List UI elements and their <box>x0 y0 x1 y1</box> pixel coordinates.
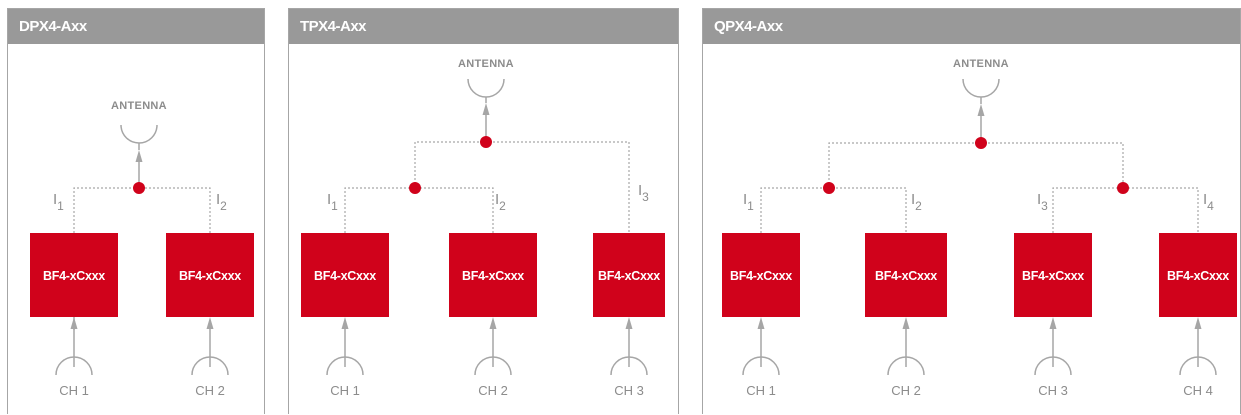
input-connector-icon <box>191 356 229 376</box>
filter-box <box>449 233 537 317</box>
arrow-head-icon <box>206 317 214 329</box>
filter-box-label: BF4-xCxxx <box>462 269 524 283</box>
filter-box <box>722 233 800 317</box>
arrow-head-icon <box>489 317 497 329</box>
panel-title: TPX4-Axx <box>289 9 678 44</box>
arrow-head-icon <box>757 317 765 329</box>
current-label-3: I3 <box>638 182 649 204</box>
filter-box-label: BF4-xCxxx <box>43 269 105 283</box>
filter-box <box>166 233 254 317</box>
channel-label: CH 1 <box>59 383 89 398</box>
arrow-head-icon <box>977 104 985 116</box>
filter-box-label: BF4-xCxxx <box>875 269 937 283</box>
channel-label: CH 3 <box>1038 383 1068 398</box>
input-connector-icon <box>1034 356 1072 376</box>
filter-box-label: BF4-xCxxx <box>730 269 792 283</box>
channel-label: CH 2 <box>195 383 225 398</box>
input-connector-icon <box>1179 356 1217 376</box>
current-label-3: I3 <box>1037 191 1048 213</box>
arrow-head-icon <box>1049 317 1057 329</box>
channel-label: CH 2 <box>891 383 921 398</box>
filter-box <box>301 233 389 317</box>
input-connector-icon <box>326 356 364 376</box>
current-label-2: I2 <box>911 191 922 213</box>
filter-box-label: BF4-xCxxx <box>314 269 376 283</box>
channel-label: CH 1 <box>746 383 776 398</box>
antenna-label: ANTENNA <box>111 100 167 112</box>
filter-box <box>1159 233 1237 317</box>
current-label-4: I4 <box>1203 191 1214 213</box>
panel-dpx4: DPX4-Axx ANTENNA I1 BF4-xCxxx CH 1 I2 BF… <box>7 8 265 414</box>
arrow-head-icon <box>902 317 910 329</box>
junction-dot <box>975 137 987 149</box>
feed-line <box>760 187 907 233</box>
filter-box <box>30 233 118 317</box>
channel-label: CH 1 <box>330 383 360 398</box>
antenna-icon <box>467 78 505 98</box>
current-label-1: I1 <box>327 191 338 213</box>
feed-line <box>344 187 494 233</box>
filter-box <box>593 233 665 317</box>
arrow-head-icon <box>625 317 633 329</box>
filter-box <box>1014 233 1092 317</box>
input-connector-icon <box>474 356 512 376</box>
arrow-head-icon <box>1194 317 1202 329</box>
diagram-dpx4: ANTENNA I1 BF4-xCxxx CH 1 I2 BF4-xCxxx C… <box>30 100 254 398</box>
feed-line <box>828 142 1124 188</box>
panel-title: DPX4-Axx <box>8 9 264 44</box>
current-label-1: I1 <box>743 191 754 213</box>
arrow-head-icon <box>341 317 349 329</box>
junction-dot <box>133 182 145 194</box>
filter-box-label: BF4-xCxxx <box>1022 269 1084 283</box>
input-connector-icon <box>610 356 648 376</box>
input-connector-icon <box>55 356 93 376</box>
filter-box-label: BF4-xCxxx <box>1167 269 1229 283</box>
junction-dot <box>1117 182 1129 194</box>
feed-line <box>73 187 211 233</box>
junction-dot <box>480 136 492 148</box>
feed-line <box>414 141 630 233</box>
filter-box-label: BF4-xCxxx <box>179 269 241 283</box>
filter-box-label: BF4-xCxxx <box>598 269 660 283</box>
input-connector-icon <box>742 356 780 376</box>
panel-qpx4: QPX4-Axx ANTENNA I1 BF4-xCxxx CH 1 I2 BF… <box>702 8 1241 414</box>
arrow-head-icon <box>482 103 490 115</box>
input-connector-icon <box>887 356 925 376</box>
channel-label: CH 3 <box>614 383 644 398</box>
junction-dot <box>409 182 421 194</box>
arrow-head-icon <box>70 317 78 329</box>
panel-title: QPX4-Axx <box>703 9 1240 44</box>
antenna-icon <box>120 124 158 144</box>
diagram-tpx4: ANTENNA I1 BF4-xCxxx CH 1 I2 BF4-xCxxx C… <box>301 58 665 398</box>
panel-tpx4: TPX4-Axx ANTENNA I1 BF4-xCxxx CH 1 I2 BF… <box>288 8 679 414</box>
arrow-head-icon <box>135 150 143 162</box>
junction-dot <box>823 182 835 194</box>
filter-box <box>865 233 947 317</box>
channel-label: CH 2 <box>478 383 508 398</box>
diagram-qpx4: ANTENNA I1 BF4-xCxxx CH 1 I2 BF4-xCxxx C… <box>722 58 1237 398</box>
current-label-2: I2 <box>216 191 227 213</box>
antenna-label: ANTENNA <box>458 58 514 70</box>
antenna-icon <box>962 78 1000 98</box>
channel-label: CH 4 <box>1183 383 1213 398</box>
current-label-1: I1 <box>53 191 64 213</box>
feed-line <box>1052 187 1199 233</box>
current-label-2: I2 <box>495 191 506 213</box>
antenna-label: ANTENNA <box>953 58 1009 70</box>
